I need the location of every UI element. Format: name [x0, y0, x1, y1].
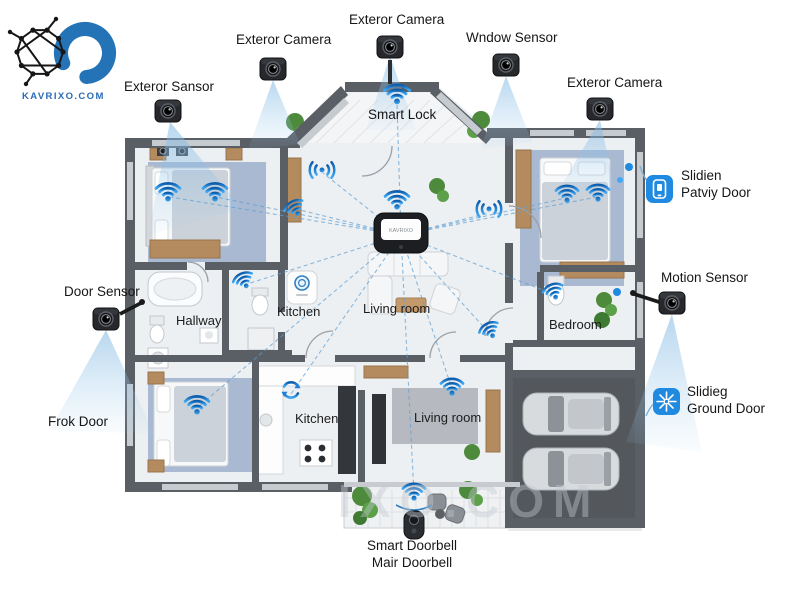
label-smart-doorbell: Smart Doorbell Mair Doorbell — [332, 538, 492, 572]
logo-text: KAVRIXO.COM — [22, 91, 105, 102]
exterior-camera-icon — [376, 35, 404, 59]
label-exterior-sensor: Exteror Sansor — [124, 79, 215, 94]
sliding-ground-door-icon — [645, 388, 680, 417]
wall-sensor-icon — [625, 163, 633, 171]
room-label-living-bottom: Living room — [414, 410, 482, 425]
exterior-camera-icon — [259, 57, 287, 81]
label-line: Mair Doorbell — [371, 554, 453, 570]
wifi-icons — [154, 83, 611, 511]
label-sliding-ground-door: Slidieg Ground Door — [687, 384, 765, 418]
label-motion-sensor: Motion Sensor — [661, 270, 749, 285]
label-front-door: Frok Door — [48, 414, 109, 429]
exterior-sensor-camera-icon — [154, 99, 182, 123]
wall-sensor-icon — [617, 177, 623, 183]
chime-device — [286, 270, 318, 305]
label-line: Slidien — [681, 168, 722, 183]
label-line: Slidieg — [687, 384, 728, 399]
wall-sensor-icon — [613, 288, 621, 296]
room-label-kitchen-bottom: Kitchen — [295, 411, 339, 426]
doorbell-device — [403, 510, 425, 540]
exterior-camera-icon — [586, 97, 614, 121]
label-line: Patviy Door — [681, 184, 751, 200]
room-label-bedroom-right: Bedroom — [549, 317, 602, 332]
door-sensor-camera-icon — [92, 307, 120, 331]
camera-beams — [50, 56, 702, 452]
car — [522, 447, 620, 491]
smart-hub-device: KAVRIXO — [373, 212, 429, 254]
label-exterior-camera-1: Exteror Camera — [236, 32, 332, 47]
label-exterior-camera-3: Exteror Camera — [567, 75, 663, 90]
svg-text:KAVRIXO: KAVRIXO — [389, 228, 414, 234]
label-window-sensor: Wndow Sensor — [466, 30, 558, 45]
label-line: Smart Doorbell — [366, 538, 458, 553]
label-exterior-camera-2: Exteror Camera — [349, 12, 445, 27]
room-label-kitchen-top: Kitchen — [277, 304, 321, 319]
sliding-pantry-door-icon — [639, 165, 673, 203]
window-sensor-camera-icon — [492, 53, 520, 77]
logo: KAVRIXO.COM — [7, 16, 117, 102]
label-smart-lock: Smart Lock — [368, 107, 437, 122]
label-door-sensor: Door Sensor — [64, 284, 140, 299]
car — [522, 392, 620, 436]
room-label-living-top: Living room — [363, 301, 431, 316]
label-sliding-pantry-door: Slidien Patviy Door — [681, 168, 751, 202]
motion-sensor-camera-icon — [658, 291, 686, 315]
room-label-hallway: Hallway — [176, 313, 222, 328]
devices: KAVRIXO — [92, 35, 686, 540]
label-line: Ground Door — [687, 400, 766, 416]
